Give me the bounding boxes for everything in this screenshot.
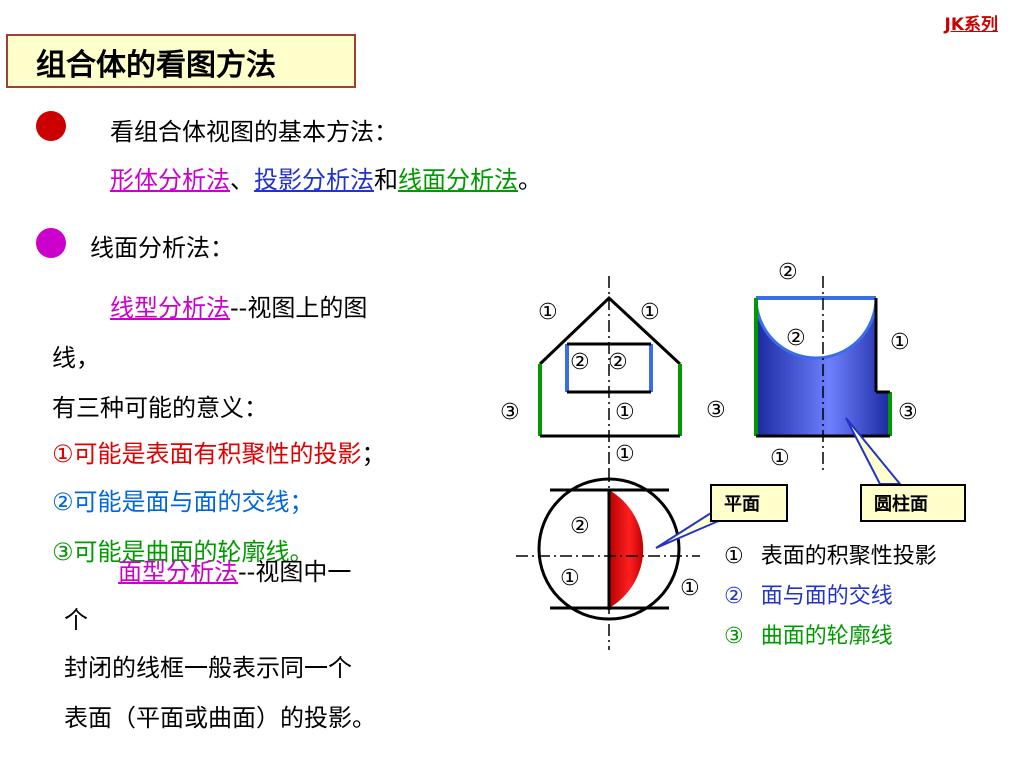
meaning-3: ③可能是曲面的轮廓线。 — [52, 532, 314, 567]
legend-text-2: 面与面的交线 — [760, 584, 893, 609]
line-type-line: 线型分析法--视图上的图 — [110, 288, 367, 323]
method-projection-analysis[interactable]: 投影分析法 — [254, 166, 374, 194]
label-cyl-inner-2: ② — [786, 326, 806, 351]
red-bullet — [36, 111, 66, 141]
legend-num-2: ② — [724, 584, 744, 609]
line-type-analysis-link[interactable]: 线型分析法 — [110, 294, 230, 322]
label-circle-2: ② — [570, 514, 590, 539]
legend-num-1: ① — [724, 544, 744, 569]
methods-line: 形体分析法、投影分析法和线面分析法。 — [110, 160, 542, 195]
meaning-1-end: ； — [361, 440, 386, 468]
line-type-rest: --视图上的图 — [230, 294, 368, 322]
face-line-2: 封闭的线框一般表示同一个 — [64, 654, 352, 682]
method-sep1: 、 — [230, 166, 254, 194]
label-house-left-3: ③ — [500, 400, 520, 425]
face-line-3: 表面（平面或曲面）的投影。 — [64, 704, 376, 732]
magenta-bullet — [36, 228, 66, 258]
face-type-rest: --视图中一 — [238, 558, 352, 586]
method-line-face-analysis[interactable]: 线面分析法 — [398, 166, 518, 194]
legend-item-3: ③ 曲面的轮廓线 — [724, 618, 893, 650]
legend-num-3: ③ — [724, 624, 744, 649]
page-title: 组合体的看图方法 — [36, 48, 276, 83]
meaning-2: ②可能是面与面的交线； — [52, 482, 314, 517]
label-house-inner-2a: ② — [570, 350, 590, 375]
meaning-2-text: ②可能是面与面的交线 — [52, 488, 290, 516]
face-type-wrap: 个 — [64, 606, 88, 634]
figure-house-view — [538, 276, 682, 470]
method-sep2: 和 — [374, 166, 398, 194]
meaning-1: ①可能是表面有积聚性的投影； — [52, 434, 386, 469]
label-cyl-bottom-1: ① — [770, 446, 790, 471]
legend-text-1: 表面的积聚性投影 — [760, 544, 937, 569]
section1-heading: 看组合体视图的基本方法： — [110, 118, 398, 146]
label-house-inner-2b: ② — [608, 350, 628, 375]
figure-circle-view — [516, 470, 700, 650]
callout-plane: 平面 — [710, 484, 788, 522]
face-type-analysis-link[interactable]: 面型分析法 — [118, 558, 238, 586]
label-house-bottom-1: ① — [615, 442, 635, 467]
label-cyl-top-2: ② — [778, 260, 798, 285]
series-label: JK系列 — [944, 15, 999, 35]
line-type-wrap: 线， — [52, 344, 100, 372]
meaning-1-text: ①可能是表面有积聚性的投影 — [52, 440, 362, 468]
legend-text-3: 曲面的轮廓线 — [760, 624, 893, 649]
method-shape-analysis[interactable]: 形体分析法 — [110, 166, 230, 194]
callout-cylinder: 圆柱面 — [860, 484, 966, 522]
meaning-3-end: 。 — [289, 538, 314, 566]
label-cyl-right-3: ③ — [898, 400, 918, 425]
section2-heading: 线面分析法： — [90, 234, 234, 262]
legend-item-1: ① 表面的积聚性投影 — [724, 538, 937, 570]
label-house-left-1: ① — [538, 300, 558, 325]
label-house-right-1: ① — [640, 300, 660, 325]
three-meanings: 有三种可能的意义： — [52, 394, 268, 422]
label-cyl-left-3: ③ — [706, 398, 726, 423]
label-cyl-right-1: ① — [890, 330, 910, 355]
figure-cylinder-view — [754, 276, 892, 470]
label-circle-1: ① — [560, 566, 580, 591]
legend-item-2: ② 面与面的交线 — [724, 578, 893, 610]
title-box — [6, 34, 356, 88]
meaning-3-text: ③可能是曲面的轮廓线 — [52, 538, 290, 566]
face-type-line: 面型分析法--视图中一 — [118, 552, 351, 587]
label-house-inner-1: ① — [615, 400, 635, 425]
label-circle-right-1: ① — [680, 576, 700, 601]
meaning-2-end: ； — [289, 488, 314, 516]
method-end: 。 — [518, 166, 542, 194]
